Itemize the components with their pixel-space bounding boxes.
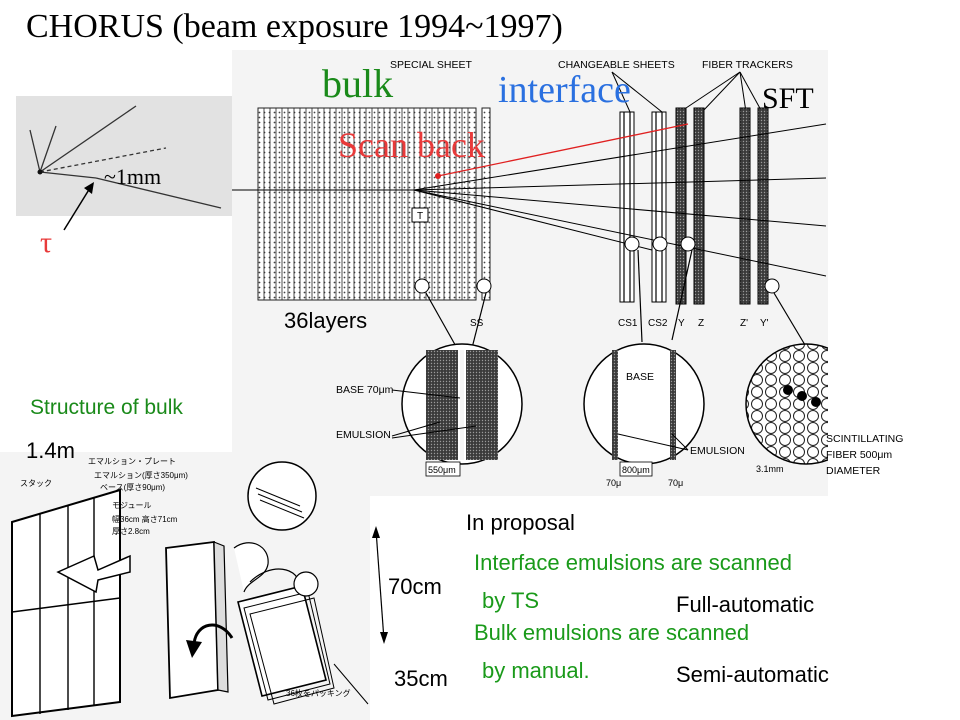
sft-label: SFT <box>762 82 814 115</box>
cs1-label: CS1 <box>618 318 638 329</box>
zoom-interface <box>583 343 705 465</box>
full-automatic-label: Full-automatic <box>676 592 815 617</box>
interface-note-1: Interface emulsions are scanned <box>474 550 792 575</box>
jp-label-3: ベース(厚さ90μm) <box>100 483 165 492</box>
fiber-trackers <box>675 107 769 305</box>
semi-automatic-label: Semi-automatic <box>676 662 829 687</box>
length-1-4m: 1.4m <box>26 438 75 463</box>
jp-label-6: 厚さ2.8cm <box>112 527 150 536</box>
module-illustration: エマルション・プレート エマルション(厚さ350μm) ベース(厚さ90μm) … <box>0 452 370 720</box>
jp-label-1: エマルション・プレート <box>88 457 176 466</box>
tau-arrow <box>63 182 94 231</box>
ss-label: SS <box>470 318 484 329</box>
dim-70a: 70μ <box>606 478 621 488</box>
changeable-sheets <box>619 111 667 303</box>
scint-label-block: SCINTILLATING FIBER 500μm DIAMETER <box>826 433 903 477</box>
base-label: BASE <box>626 371 654 383</box>
jp-label-8: 36枚をパッキング <box>286 688 351 698</box>
dim-800: 800μm <box>622 465 650 475</box>
special-sheet-label: SPECIAL SHEET <box>390 59 472 71</box>
scan-back-label: Scan back <box>338 125 485 165</box>
jp-label-4: モジュール <box>112 501 151 510</box>
mm-scale-label: ~1mm <box>104 164 162 189</box>
dim-550: 550μm <box>428 465 456 475</box>
in-proposal-label: In proposal <box>466 510 575 535</box>
y-prime-label: Y' <box>760 318 769 329</box>
jp-label-2: エマルション(厚さ350μm) <box>94 471 188 480</box>
jp-label-5: 幅36cm 高さ71cm <box>112 514 178 524</box>
bulk-label: bulk <box>322 61 394 106</box>
cs2-label: CS2 <box>648 318 668 329</box>
zoom-fibers <box>745 343 828 465</box>
t-box-label: T <box>417 211 423 222</box>
z-prime-label: Z' <box>740 318 748 329</box>
base-70-label: BASE 70μm <box>336 384 394 396</box>
dim-3-1mm: 3.1mm <box>756 464 784 474</box>
length-35cm: 35cm <box>394 666 448 691</box>
detector-schematic: SPECIAL SHEET CHANGEABLE SHEETS FIBER TR… <box>232 50 828 496</box>
interface-note-2: by TS <box>482 588 540 613</box>
fiber-trackers-label: FIBER TRACKERS <box>702 59 793 71</box>
layers-label: 36layers <box>284 308 368 333</box>
changeable-sheets-label: CHANGEABLE SHEETS <box>558 59 675 71</box>
tau-event-photo <box>16 96 236 216</box>
z-label: Z <box>698 318 704 329</box>
emulsion-label-2: EMULSION <box>690 445 745 457</box>
interface-label: interface <box>498 69 631 111</box>
bulk-note-2: by manual. <box>482 658 590 683</box>
dim-arrows <box>372 526 388 644</box>
length-70cm: 70cm <box>388 574 442 599</box>
tau-label: τ <box>40 226 53 259</box>
dim-70b: 70μ <box>668 478 683 488</box>
page-title: CHORUS (beam exposure 1994~1997) <box>26 8 563 45</box>
structure-label: Structure of bulk <box>30 396 183 419</box>
scint-label-3: DIAMETER <box>826 465 881 477</box>
scint-label-1: SCINTILLATING <box>826 433 903 445</box>
emulsion-label-1: EMULSION <box>336 429 391 441</box>
zoom-bulk <box>401 343 523 465</box>
bulk-note-1: Bulk emulsions are scanned <box>474 620 750 645</box>
bulk-stack <box>257 107 491 301</box>
scint-label-2: FIBER 500μm <box>826 449 892 461</box>
jp-label-7: スタック <box>20 479 52 488</box>
y-label: Y <box>678 318 685 329</box>
